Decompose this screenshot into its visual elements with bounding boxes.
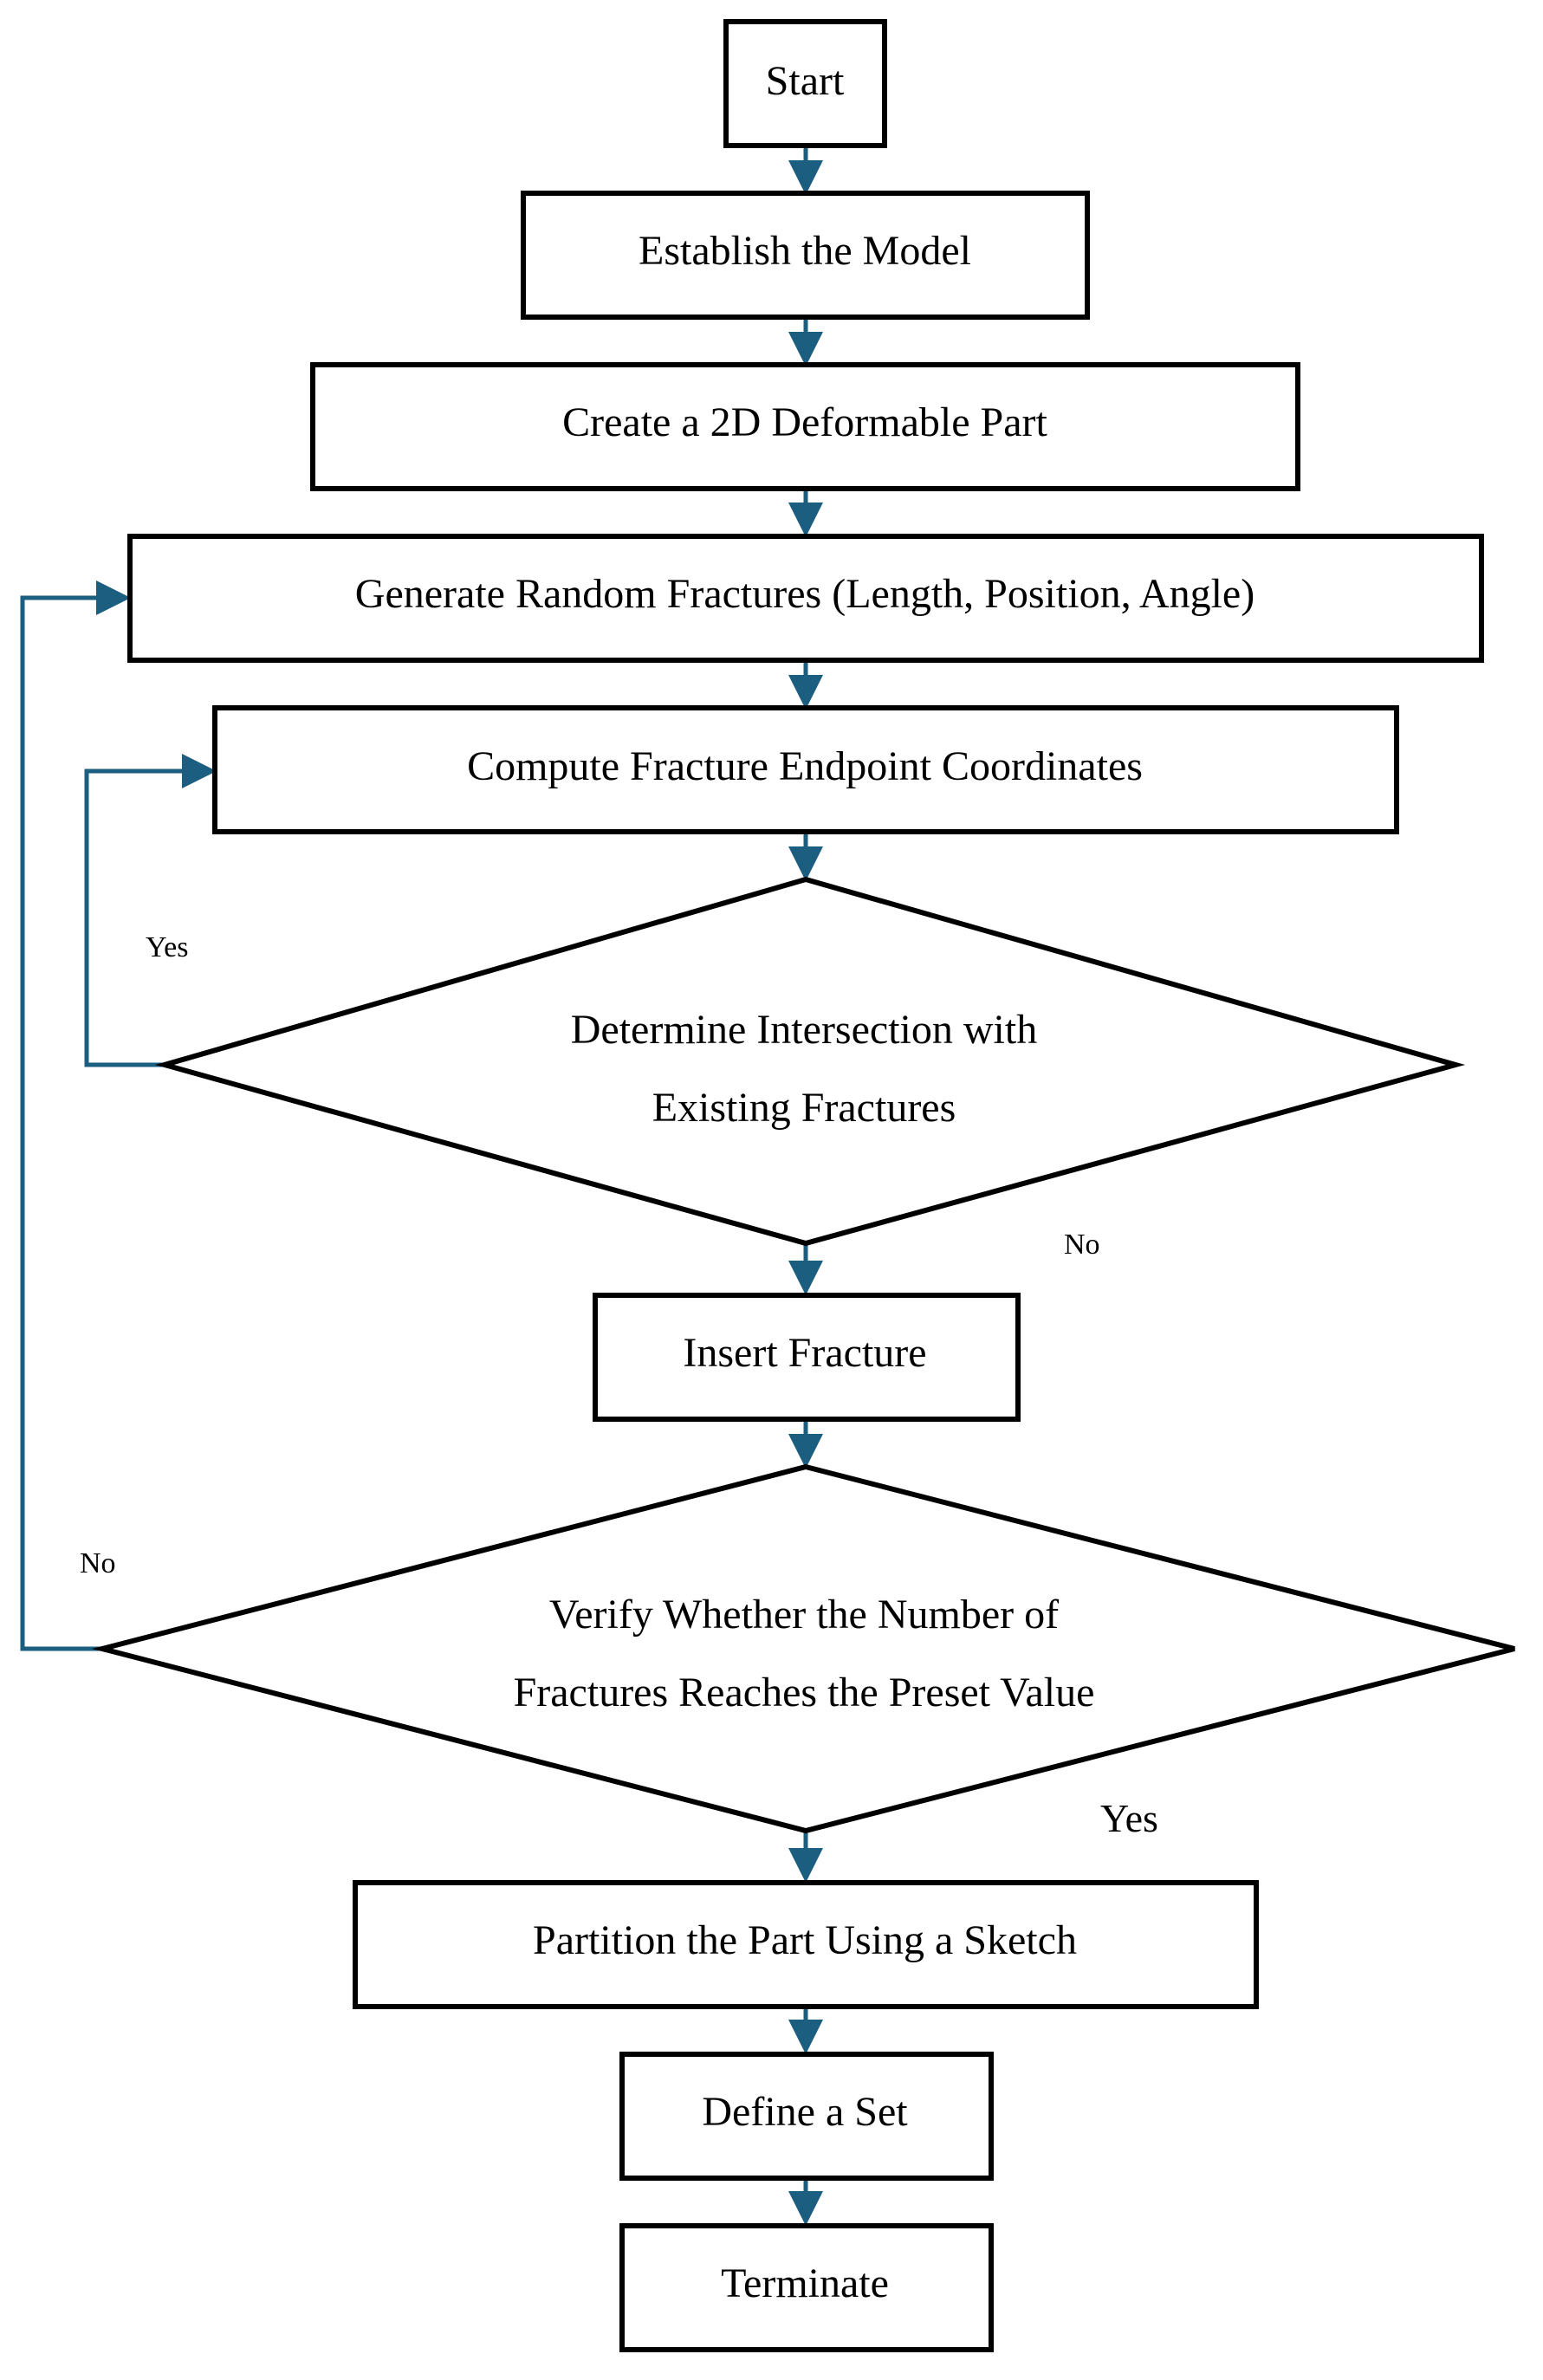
node-terminate-label: Terminate <box>721 2260 889 2306</box>
node-start: Start <box>723 19 887 148</box>
decision-intersection-label-line-2: Existing Fractures <box>652 1085 956 1131</box>
node-create-part: Create a 2D Deformable Part <box>310 362 1300 491</box>
node-insert-fracture-label: Insert Fracture <box>683 1330 926 1376</box>
decision-intersection: Determine Intersection with Existing Fra… <box>155 876 1466 1247</box>
edge-label-verify-no: No <box>80 1547 116 1579</box>
edge-label-verify-yes: Yes <box>1100 1796 1158 1840</box>
decision-verify-count: Verify Whether the Number of Fractures R… <box>92 1463 1515 1834</box>
edge-label-intersection-yes: Yes <box>146 931 188 963</box>
loop-intersection-yes-to-compute <box>84 754 217 1067</box>
node-partition-part: Partition the Part Using a Sketch <box>353 1880 1259 2009</box>
node-insert-fracture: Insert Fracture <box>593 1293 1021 1422</box>
node-create-part-label: Create a 2D Deformable Part <box>562 399 1047 445</box>
node-define-set-label: Define a Set <box>702 2089 908 2135</box>
node-generate-fractures: Generate Random Fractures (Length, Posit… <box>127 534 1484 663</box>
node-define-set: Define a Set <box>619 2052 994 2181</box>
connectors <box>20 146 823 2226</box>
node-terminate: Terminate <box>619 2223 994 2352</box>
node-partition-part-label: Partition the Part Using a Sketch <box>533 1917 1077 1963</box>
loop-verify-no-to-generate <box>20 580 131 1651</box>
node-compute-endpoints-label: Compute Fracture Endpoint Coordinates <box>467 743 1143 789</box>
decision-verify-count-label-line-1: Verify Whether the Number of <box>549 1592 1059 1637</box>
node-establish-model-label: Establish the Model <box>639 228 971 274</box>
decision-verify-count-label-line-2: Fractures Reaches the Preset Value <box>514 1670 1095 1715</box>
decision-intersection-label-line-1: Determine Intersection with <box>571 1007 1037 1053</box>
node-generate-fractures-label: Generate Random Fractures (Length, Posit… <box>355 571 1254 617</box>
node-compute-endpoints: Compute Fracture Endpoint Coordinates <box>212 705 1399 834</box>
node-establish-model: Establish the Model <box>521 191 1090 320</box>
edge-label-intersection-no: No <box>1064 1229 1100 1261</box>
node-start-label: Start <box>766 58 845 104</box>
